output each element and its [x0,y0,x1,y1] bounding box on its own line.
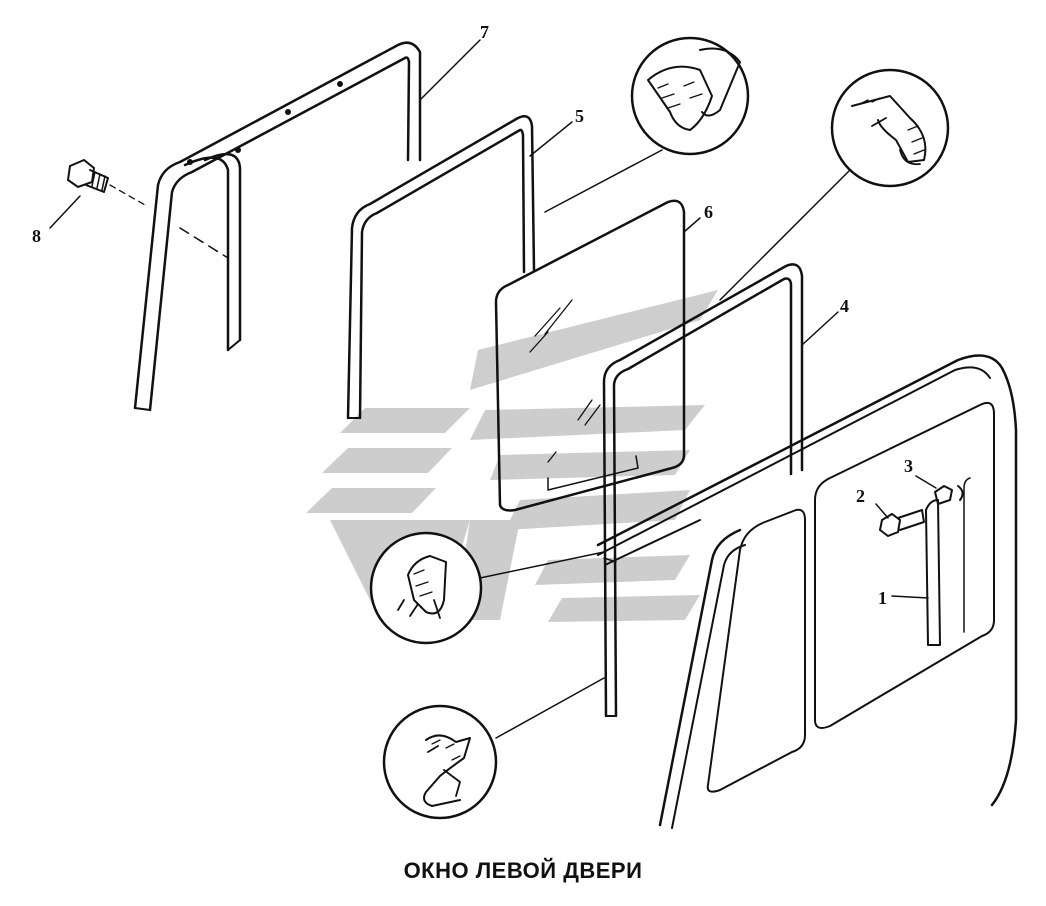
callout-4: 4 [840,296,849,316]
part-1-rail [925,499,941,646]
door-panel [596,354,1018,829]
callout-8: 8 [32,226,41,246]
part-6-glass [494,199,686,512]
section-detail-b [719,68,950,301]
section-detail-d [382,677,605,820]
section-detail-c [369,531,605,645]
part-8-bolt [66,158,146,206]
callout-3: 3 [904,456,913,476]
part-7-frame [133,41,422,412]
callout-2: 2 [856,486,865,506]
diagram-caption: ОКНО ЛЕВОЙ ДВЕРИ [403,858,643,883]
part-5-seal [346,115,536,420]
callout-5: 5 [575,106,584,126]
callout-6: 6 [704,202,713,222]
leader-lines [49,39,937,599]
callout-7: 7 [480,22,489,42]
part-2-screw [878,509,925,538]
section-detail-a [544,36,750,213]
part-3-clip [934,485,964,505]
callout-1: 1 [878,588,887,608]
